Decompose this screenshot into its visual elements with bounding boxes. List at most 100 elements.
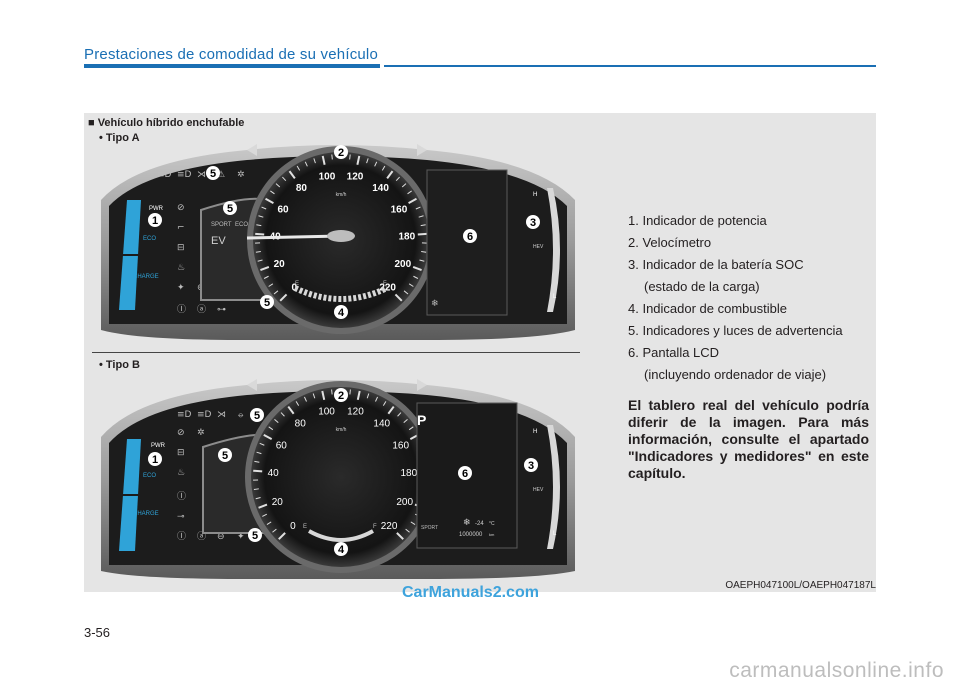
speedometer-tick-label: 0 <box>292 283 298 294</box>
instrument-cluster-type-b: PWR ECO CHARGE ≡D ≡D ⋊ ⦵ ⊘ ✲ ⊟ ♨ Ⓘ ⊸ Ⓘ ⓐ… <box>97 373 580 581</box>
svg-text:5: 5 <box>252 530 258 542</box>
fuel-gauge-arc <box>308 529 374 542</box>
speedometer-needle <box>246 234 342 240</box>
legend-item: 1. Indicador de potencia <box>628 213 767 228</box>
warning-light-icon: ⊟ <box>177 448 185 458</box>
type-b-label: • Tipo B <box>99 359 140 371</box>
speedometer-tick <box>321 155 326 165</box>
warning-light-icon: ⊟ <box>177 243 185 253</box>
speedometer-tick <box>421 251 427 253</box>
temp-unit: °C <box>489 521 495 527</box>
speedometer-tick <box>366 393 370 399</box>
speedometer-tick-label: 60 <box>278 204 290 215</box>
legend-item-continuation: (incluyendo ordenador de viaje) <box>644 367 827 382</box>
speedometer-tick <box>382 401 387 406</box>
speedometer-tick <box>255 251 261 253</box>
left-turn-arrow-icon <box>247 144 257 156</box>
speedometer-tick <box>407 190 412 195</box>
svg-text:1: 1 <box>152 454 158 466</box>
legend-item: 4. Indicador de combustible <box>628 301 787 316</box>
speedometer-tick-label: 20 <box>274 259 286 270</box>
right-turn-arrow-icon <box>417 379 427 391</box>
speedometer-tick <box>403 290 409 295</box>
callout-6: 6 <box>463 229 477 243</box>
speedometer-tick <box>420 224 426 227</box>
speedometer-tick <box>263 275 269 279</box>
pwr-label: PWR <box>151 443 166 449</box>
speedometer-tick-label: 100 <box>318 407 335 418</box>
warning-light-icon: ≡D <box>197 410 212 420</box>
legend-item: 6. Pantalla LCD <box>628 345 720 360</box>
speedometer-tick-label: 120 <box>347 407 364 418</box>
speedometer-tick <box>265 197 274 204</box>
speedometer-tick <box>356 390 361 401</box>
speedometer-tick-label: 120 <box>347 172 364 183</box>
warning-light-icon: ⊖ <box>217 532 225 542</box>
charge-label: CHARGE <box>133 511 159 517</box>
speedometer-tick-label: 160 <box>392 440 409 451</box>
odometer-value: 1000000 <box>459 532 483 538</box>
speedometer-tick <box>256 224 262 227</box>
speedometer-ticks <box>255 154 427 302</box>
header-rule <box>384 65 876 67</box>
warning-light-icon: ✲ <box>197 428 205 438</box>
svg-text:3: 3 <box>530 217 536 229</box>
section-title: Prestaciones de comodidad de su vehículo <box>84 46 379 63</box>
speedometer-tick-label: 0 <box>290 521 296 532</box>
warning-light-icon: ⊶ <box>217 305 226 315</box>
speedometer-tick <box>288 170 296 179</box>
speedometer-tick <box>415 206 421 210</box>
speedometer-tick <box>270 190 275 195</box>
gear-indicator: P <box>417 412 426 428</box>
speedometer-tick-label: 140 <box>373 419 390 430</box>
speedometer-tick <box>262 513 268 517</box>
charge-label: CHARGE <box>133 274 159 280</box>
speedometer-tick <box>303 396 307 402</box>
speedometer-tick <box>279 293 288 302</box>
speedometer-tick <box>266 521 272 525</box>
speedometer-tick <box>405 528 410 533</box>
svg-text:2: 2 <box>338 147 344 159</box>
soc-hev-label: HEV <box>533 487 544 493</box>
figure-note: El tablero real del vehículo podría dife… <box>628 397 869 481</box>
speedometer-tick <box>257 259 263 262</box>
type-a-label: • Tipo A <box>99 132 140 144</box>
left-turn-arrow-icon <box>247 379 257 391</box>
speedometer-tick <box>418 215 424 218</box>
speedometer-tick <box>280 412 285 417</box>
instrument-cluster-type-a: PWR ECO CHARGE ≡D ≡D ⋊ ⚠ ✲ ⊘ ⌐ ⊟ ♨ ✦ Ⓘ ⊖… <box>97 140 580 341</box>
warning-light-icon: ⊘ <box>177 428 185 438</box>
speedometer-tick <box>356 155 361 165</box>
speedometer-tick-label: 80 <box>295 419 307 430</box>
speedometer-tick <box>375 396 379 402</box>
warning-light-icon: ✦ <box>237 532 245 542</box>
warning-light-icon: ⌐ <box>177 223 185 233</box>
callout-5: 5 <box>260 295 274 309</box>
speedometer-tick <box>413 275 419 279</box>
soc-h-label: H <box>533 192 537 198</box>
speedometer-tick <box>331 154 333 160</box>
watermark-link[interactable]: CarManuals2.com <box>402 584 539 601</box>
callout-5: 5 <box>248 528 262 542</box>
speedometer-tick <box>412 265 422 271</box>
fuel-f-label: F <box>383 281 387 287</box>
speedometer-tick-label: 40 <box>268 468 280 479</box>
speedometer-tick <box>394 293 403 302</box>
warning-light-icon: Ⓘ <box>177 304 186 315</box>
speedometer-tick <box>401 183 407 188</box>
callouts-b: 1 2 3 4 5 5 5 6 <box>148 388 538 556</box>
soc-gauge-bar <box>547 425 560 549</box>
svg-text:5: 5 <box>254 410 260 422</box>
warning-light-icon: ♨ <box>177 263 185 273</box>
warning-light-icon: ≡D <box>177 410 192 420</box>
speedometer-tick <box>273 290 279 295</box>
warning-light-icon: ⓐ <box>197 531 206 542</box>
speedometer-tick <box>282 176 287 182</box>
warning-light-icon: ⓐ <box>197 304 206 315</box>
warning-light-icon: ⚠ <box>217 170 225 180</box>
warning-light-icon: ≡D <box>177 170 192 180</box>
warning-light-icon: ⦵ <box>237 410 245 420</box>
fuel-gauge-arc <box>293 285 389 302</box>
speedometer-tick <box>268 283 274 287</box>
